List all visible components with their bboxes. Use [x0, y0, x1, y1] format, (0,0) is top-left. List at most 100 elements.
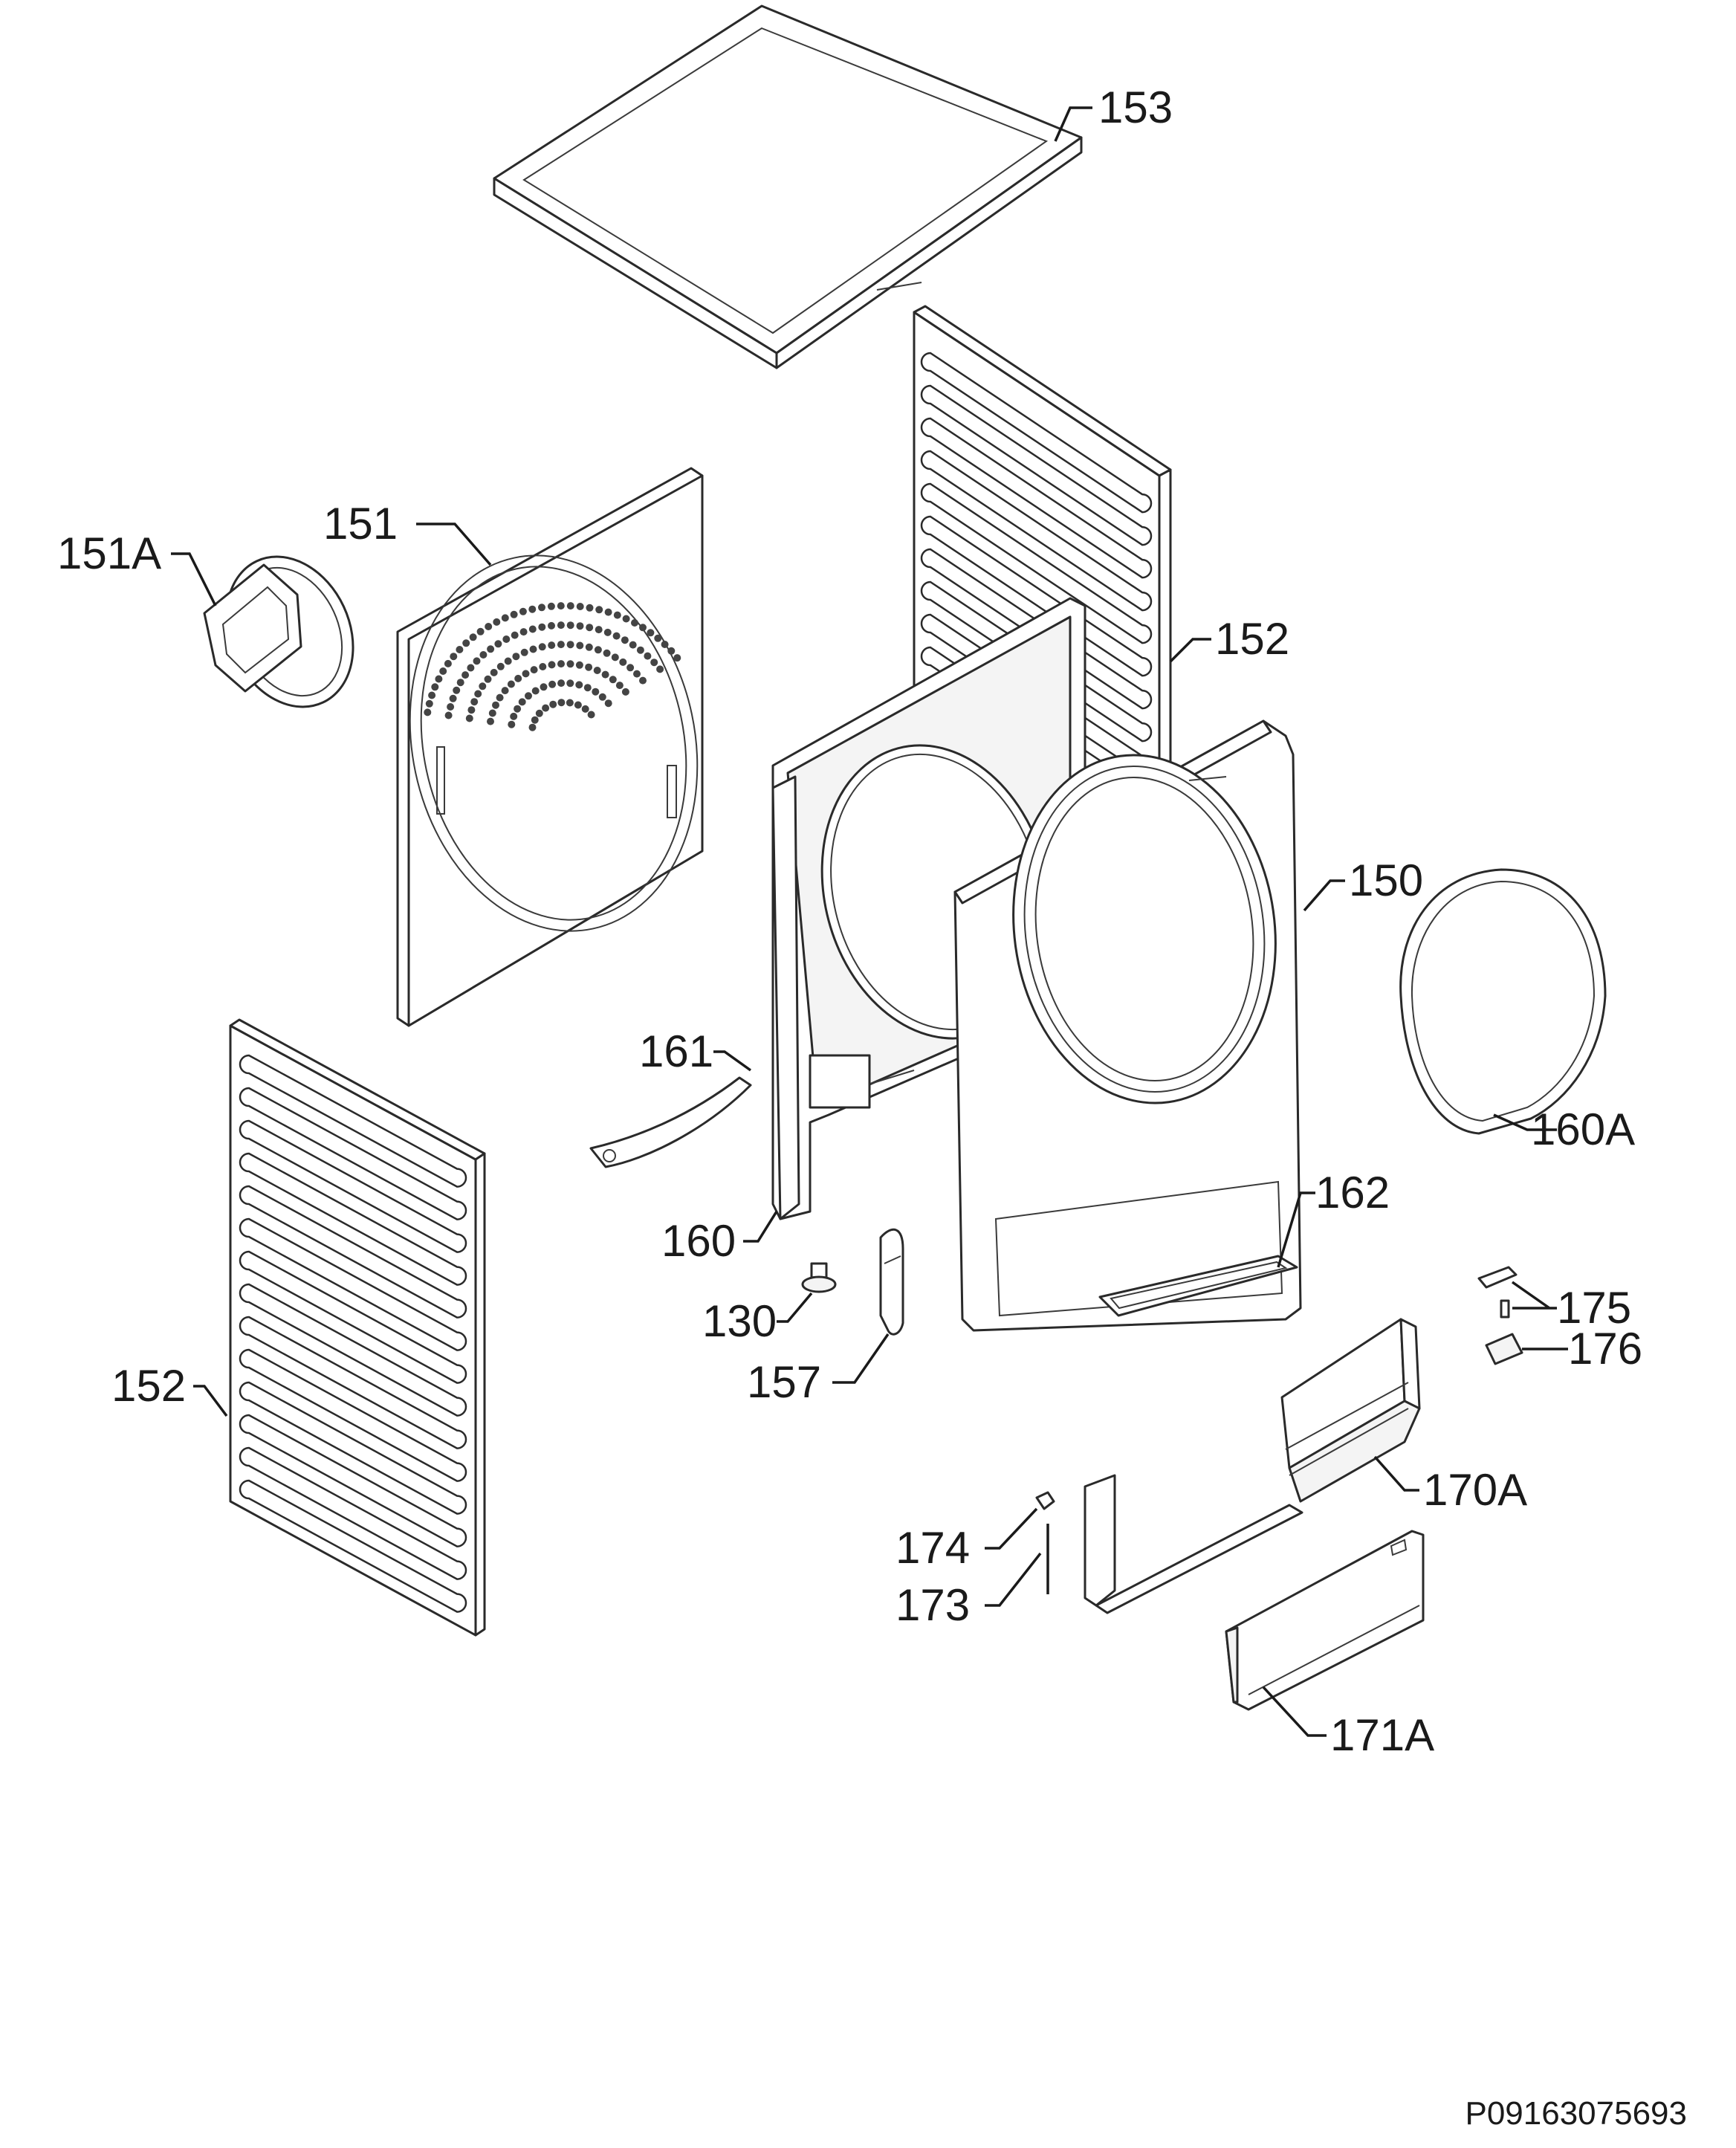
perforation-dot: [510, 610, 518, 618]
callout-160a: 160A: [1493, 1104, 1635, 1154]
part-150-front-panel: [953, 719, 1302, 1332]
panel-rib: [920, 450, 1153, 612]
perforation-dot: [538, 623, 546, 631]
perforation-dot: [619, 658, 627, 666]
perforation-dot: [540, 683, 548, 691]
perforation-dot: [447, 703, 455, 711]
perforation-dot: [474, 690, 482, 698]
perforation-dot: [496, 662, 505, 670]
perforation-dot: [425, 699, 433, 708]
perforation-dot: [538, 604, 545, 612]
svg-text:175: 175: [1557, 1283, 1631, 1333]
panel-rib: [239, 1152, 467, 1286]
perforation-dot: [631, 619, 638, 627]
perforation-dot: [511, 631, 519, 639]
perforation-dot: [444, 711, 453, 719]
perforation-dot: [594, 646, 602, 654]
perforation-dot: [615, 682, 624, 690]
perforation-dot: [673, 654, 681, 662]
perforation-dot: [487, 717, 494, 725]
svg-text:176: 176: [1568, 1324, 1642, 1374]
perforation-dot: [557, 621, 565, 630]
panel-rib: [239, 1381, 467, 1515]
perforation-dot: [587, 711, 595, 719]
perforation-dot: [510, 712, 518, 720]
perforation-dot: [575, 681, 583, 689]
panel-rib: [239, 1185, 467, 1319]
perforation-dot: [494, 640, 502, 648]
perforation-dot: [626, 664, 635, 672]
perforation-dot: [529, 645, 537, 653]
svg-text:160: 160: [661, 1216, 736, 1266]
perforation-dot: [557, 660, 565, 668]
part-153-top-cover: [493, 4, 1083, 369]
perforation-dot: [530, 666, 538, 674]
perforation-dot: [531, 716, 539, 724]
perforation-dot: [542, 704, 550, 712]
perforation-dot: [566, 641, 574, 649]
perforation-dot: [518, 698, 526, 706]
perforation-dot: [549, 700, 557, 708]
perforation-dot: [586, 604, 594, 612]
perforation-dot: [557, 699, 566, 707]
perforation-dot: [557, 602, 565, 610]
callout-171a: 171A: [1262, 1686, 1434, 1760]
perforation-dot: [667, 647, 676, 655]
perforation-dot: [507, 680, 515, 688]
perforation-dot: [592, 688, 600, 696]
callout-157: 157: [747, 1333, 890, 1407]
part-161-hinge-cover: [589, 1076, 752, 1168]
part-174-clip: [1035, 1491, 1055, 1510]
perforation-dot: [548, 680, 557, 688]
callout-162: 162: [1277, 1168, 1390, 1268]
perforation-dot: [450, 653, 458, 661]
perforation-dot: [595, 606, 603, 614]
callout-173: 173: [895, 1552, 1042, 1630]
perforation-dot: [496, 693, 504, 702]
perforation-dot: [633, 670, 641, 678]
panel-rib: [239, 1414, 467, 1547]
callout-151a: 151A: [57, 528, 217, 606]
perforation-dot: [639, 624, 647, 632]
callout-153: 153: [1054, 83, 1173, 142]
perforation-dot: [504, 657, 512, 665]
perforation-dot: [566, 660, 574, 668]
perforation-dot: [647, 629, 655, 637]
perforation-dot: [428, 691, 436, 699]
perforation-dot: [512, 653, 520, 661]
perforation-dot: [576, 641, 584, 650]
perforation-dot: [566, 699, 574, 707]
perforation-dot: [485, 623, 493, 630]
svg-text:130: 130: [702, 1296, 777, 1346]
perforation-dot: [444, 659, 452, 667]
perforation-dot: [586, 624, 594, 632]
perforation-dot: [656, 665, 664, 673]
perforation-dot: [539, 663, 547, 670]
callout-150: 150: [1303, 855, 1423, 912]
callout-160: 160: [661, 1211, 778, 1266]
perforation-dot: [490, 668, 498, 676]
perforation-dot: [604, 699, 612, 708]
part-162-filter: [1098, 1255, 1298, 1317]
callout-175: 175: [1511, 1281, 1631, 1333]
perforation-dot: [473, 657, 481, 665]
perforation-dot: [548, 661, 556, 669]
svg-text:173: 173: [895, 1580, 970, 1630]
perforation-dot: [501, 614, 509, 622]
svg-text:151: 151: [323, 499, 398, 549]
perforation-dot: [519, 607, 527, 615]
perforation-dot: [650, 659, 658, 667]
part-157-strip: [879, 1228, 904, 1336]
part-160a-door-seal: [1399, 868, 1607, 1135]
perforation-dot: [585, 663, 593, 671]
perforation-dot: [576, 622, 584, 630]
perforation-dot: [453, 686, 461, 694]
part-176-switch: [1485, 1333, 1523, 1365]
perforation-dot: [581, 705, 589, 713]
callout-170a: 170A: [1373, 1455, 1527, 1515]
perforation-dot: [488, 709, 496, 717]
perforation-dot: [465, 714, 473, 722]
perforation-dot: [479, 651, 488, 659]
perforation-dot: [476, 627, 485, 635]
